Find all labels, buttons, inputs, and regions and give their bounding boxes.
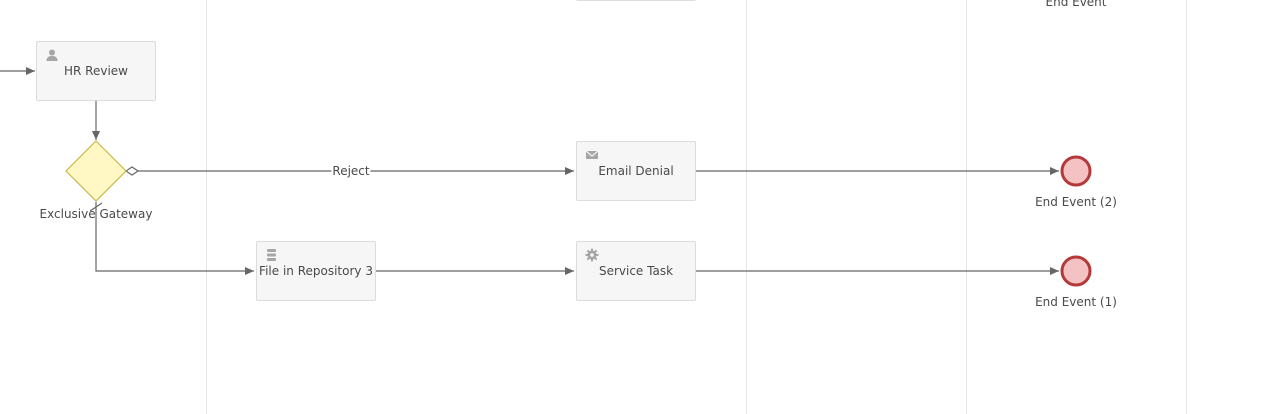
task-label: HR Review (64, 64, 128, 78)
end-event-label-2: End Event (2) (1035, 195, 1117, 209)
end-event-label-1: End Event (1) (1035, 295, 1117, 309)
lane-divider (1186, 0, 1187, 414)
lane-divider (966, 0, 967, 414)
lane-divider (206, 0, 207, 414)
end-event-1[interactable] (1060, 255, 1092, 287)
task-label: File in Repository 3 (259, 264, 373, 278)
task-hr-review[interactable]: HR Review (36, 41, 156, 101)
task-file-in-repository[interactable]: File in Repository 3 (256, 241, 376, 301)
user-icon (46, 49, 58, 61)
gear-icon (585, 248, 599, 262)
flow-gateway-to-file-repo[interactable] (95, 202, 254, 275)
flow-label-reject: Reject (331, 164, 371, 178)
default-flow-slash (89, 202, 103, 212)
lane-divider (746, 0, 747, 414)
task-label: Service Task (598, 264, 674, 278)
task-email-denial[interactable]: Email Denial (576, 141, 696, 201)
envelope-icon (585, 150, 599, 159)
end-event-label-top: End Event (1045, 0, 1107, 9)
task-service-task[interactable]: Service Task (576, 241, 696, 301)
conditional-flow-diamond (124, 166, 140, 176)
gateway-label: Exclusive Gateway (39, 207, 153, 221)
database-icon (267, 249, 276, 261)
task-label: Email Denial (598, 164, 674, 178)
end-event-2[interactable] (1060, 155, 1092, 187)
exclusive-gateway[interactable] (65, 140, 127, 202)
